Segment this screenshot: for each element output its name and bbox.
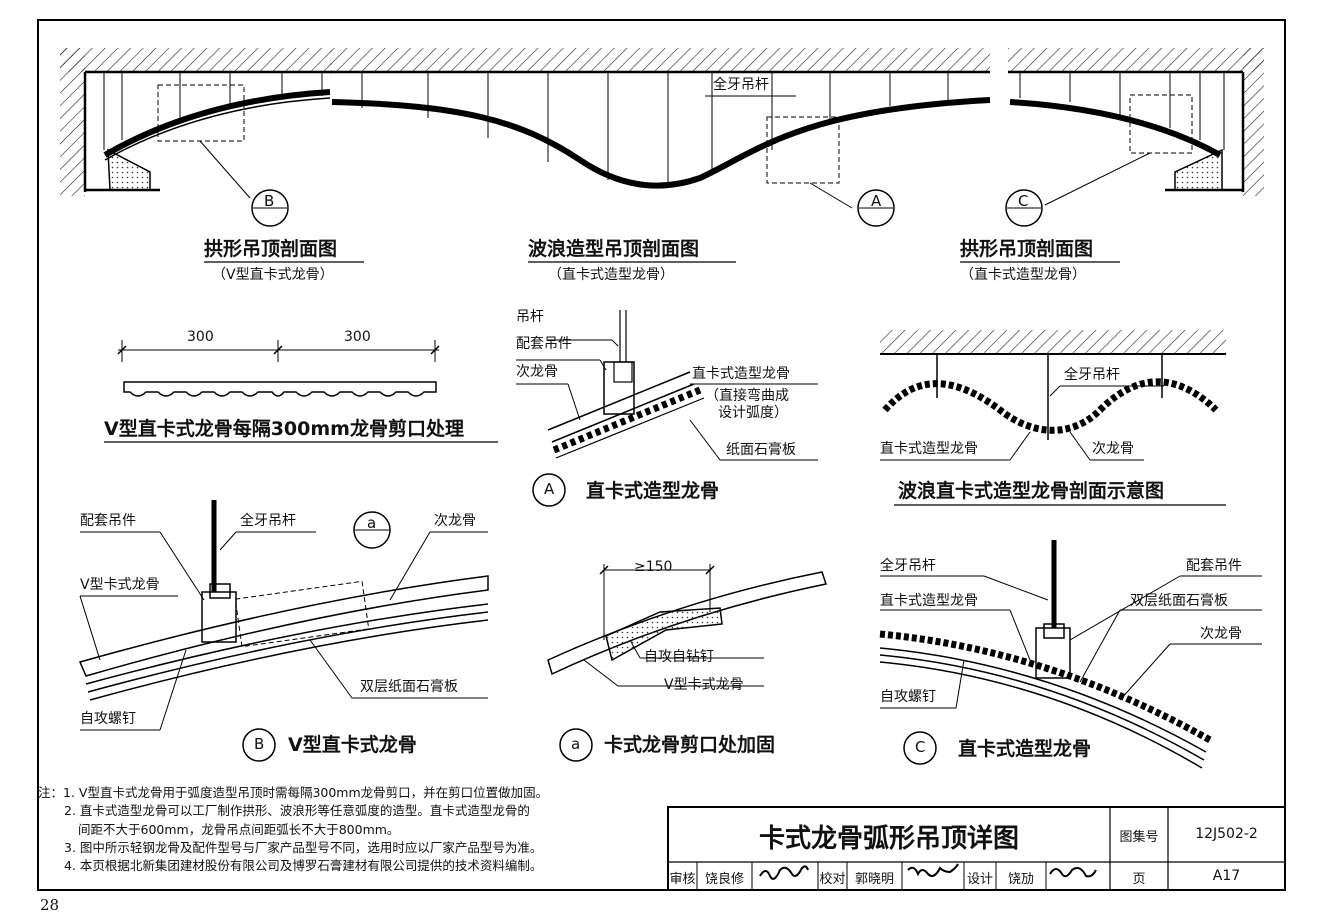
detail-a-small-title: 卡式龙骨剪口处加固 <box>604 734 776 756</box>
detail-a-small-dim: ≥150 <box>634 559 673 575</box>
atlas-label: 图集号 <box>1119 830 1159 845</box>
callout-a-small-letter: a <box>367 514 377 532</box>
notes-block: 注：1. V型直卡式龙骨用于弧度造型吊顶时需每隔300mm龙骨剪口，并在剪口位置… <box>38 784 548 875</box>
detail-b-keel-label: V型卡式龙骨 <box>80 577 160 593</box>
reviewer-name: 饶良修 <box>704 872 744 887</box>
notch-dim-2: 300 <box>344 329 371 345</box>
detail-a-board-label: 纸面石膏板 <box>726 442 796 458</box>
callout-a-letter: A <box>871 192 882 210</box>
wave-subtitle: （直卡式造型龙骨） <box>548 267 674 283</box>
callout-c-circle <box>1005 189 1043 227</box>
arch-left-title: 拱形吊顶剖面图 <box>204 238 338 260</box>
detail-a-letter: A <box>544 480 555 498</box>
check-label: 校对 <box>819 872 846 887</box>
signature-marks <box>759 863 1097 880</box>
detail-b-rod-label: 全牙吊杆 <box>240 513 296 529</box>
review-label: 审核 <box>669 872 696 887</box>
title-block-grid <box>667 806 1286 891</box>
wave-rod-label: 全牙吊杆 <box>713 77 769 93</box>
detail-b-letter: B <box>254 735 265 753</box>
wave-title: 波浪造型吊顶剖面图 <box>528 238 700 260</box>
detail-c-letter: C <box>915 738 926 756</box>
detail-b-title: V型直卡式龙骨 <box>288 734 417 756</box>
page-label: 页 <box>1132 872 1146 887</box>
callout-c-letter: C <box>1018 192 1029 210</box>
detail-a-small-drawing <box>547 564 827 762</box>
notch-dim-1: 300 <box>187 329 214 345</box>
detail-a-small-keel-label: V型卡式龙骨 <box>664 677 744 693</box>
detail-c-keel-label: 直卡式造型龙骨 <box>880 593 978 609</box>
wave-schematic-secondary-label: 次龙骨 <box>1092 441 1134 457</box>
arch-left-subtitle: （V型直卡式龙骨） <box>212 267 334 283</box>
detail-c-drawing <box>879 540 1262 769</box>
detail-c-secondary-label: 次龙骨 <box>1200 626 1242 642</box>
page-frame <box>37 19 1286 891</box>
detail-b-hanger-label: 配套吊件 <box>80 513 136 529</box>
wave-schematic-drawing <box>880 330 1226 506</box>
detail-a-drawing <box>516 310 818 507</box>
detail-a-keel-label: 直卡式造型龙骨 <box>692 366 790 382</box>
atlas-number: 12J502-2 <box>1195 826 1258 842</box>
detail-b-drawing <box>78 500 489 762</box>
detail-a-small-screw-label: 自攻自钻钉 <box>644 649 714 665</box>
checker-name: 郭晓明 <box>854 872 894 887</box>
detail-b-screw-label: 自攻螺钉 <box>80 711 136 727</box>
detail-a-title: 直卡式造型龙骨 <box>586 480 720 502</box>
note-line-4: 3. 图中所示轻钢龙骨及配件型号与厂家产品型号不同，选用时应以厂家产品型号为准。 <box>64 839 543 855</box>
arch-right-section <box>1008 48 1264 206</box>
designer-name: 饶劢 <box>1007 872 1034 887</box>
note-line-3: 间距不大于600mm，龙骨吊点间距弧长不大于800mm。 <box>78 821 400 837</box>
design-label: 设计 <box>966 872 993 887</box>
callout-a-circle <box>857 189 895 227</box>
detail-c-rod-label: 全牙吊杆 <box>880 558 936 574</box>
drawing-title: 卡式龙骨弧形吊顶详图 <box>758 824 1019 854</box>
detail-b-board-label: 双层纸面石膏板 <box>360 679 458 695</box>
arch-left-section <box>60 48 332 199</box>
detail-c-title: 直卡式造型龙骨 <box>958 738 1092 760</box>
detail-a-keel-note-2: 设计弧度） <box>718 405 788 421</box>
detail-a-hanger-label: 配套吊件 <box>516 336 572 352</box>
wave-schematic-keel-label: 直卡式造型龙骨 <box>880 441 978 457</box>
detail-a-secondary-label: 次龙骨 <box>516 364 558 380</box>
arch-right-subtitle: （直卡式造型龙骨） <box>960 267 1086 283</box>
notch-diagram <box>104 340 498 443</box>
detail-c-hanger-label: 配套吊件 <box>1186 558 1242 574</box>
detail-a-rod-label: 吊杆 <box>516 309 544 325</box>
page-number: 28 <box>40 896 60 914</box>
note-line-1: 注：1. V型直卡式龙骨用于弧度造型吊顶时需每隔300mm龙骨剪口，并在剪口位置… <box>38 785 549 800</box>
detail-a-keel-note-1: （直接弯曲成 <box>705 388 789 404</box>
callout-b-letter: B <box>264 192 275 210</box>
page-code: A17 <box>1212 868 1241 884</box>
arch-right-title: 拱形吊顶剖面图 <box>960 238 1094 260</box>
wave-schematic-title: 波浪直卡式造型龙骨剖面示意图 <box>898 480 1165 502</box>
wave-schematic-rod-label: 全牙吊杆 <box>1064 367 1120 383</box>
notch-title: V型直卡式龙骨每隔300mm龙骨剪口处理 <box>104 418 464 440</box>
wave-section <box>330 48 991 209</box>
detail-c-board-label: 双层纸面石膏板 <box>1130 593 1228 609</box>
callout-b-circle <box>251 189 289 227</box>
detail-a-small-letter: a <box>571 735 581 753</box>
note-line-5: 4. 本页根据北新集团建材股份有限公司及博罗石膏建材有限公司提供的技术资料编制。 <box>64 858 543 874</box>
detail-b-secondary-label: 次龙骨 <box>434 513 476 529</box>
note-line-2: 2. 直卡式造型龙骨可以工厂制作拱形、波浪形等任意弧度的造型。直卡式造型龙骨的 <box>64 803 530 819</box>
detail-c-screw-label: 自攻螺钉 <box>880 689 936 705</box>
